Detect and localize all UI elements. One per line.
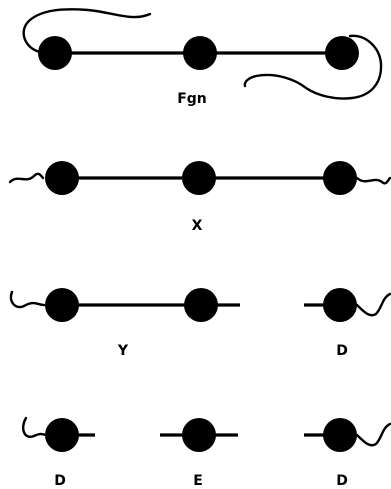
y-label: Y (117, 343, 129, 359)
y-e-domain (184, 288, 218, 322)
d-row3-domain (323, 288, 357, 322)
d-left-label: D (54, 473, 66, 489)
x-central-e-domain (182, 161, 216, 195)
fgn-central-e-domain (183, 36, 217, 70)
fgn-right-d-domain (325, 36, 359, 70)
x-right-tail (355, 176, 391, 185)
fragment-y: Y (9, 288, 240, 359)
fragment-x: X (8, 161, 391, 234)
x-left-tail (8, 172, 45, 184)
fragment-d-row3: D (304, 288, 391, 359)
d-row3-tail (355, 292, 391, 317)
y-left-tail (9, 290, 46, 309)
fragment-e: E (160, 418, 238, 489)
fragment-d-left: D (22, 416, 95, 489)
d-right-tail (355, 422, 391, 447)
fgn-label: Fgn (177, 91, 207, 107)
fgn-molecule: Fgn (22, 8, 383, 107)
y-d-domain (45, 288, 79, 322)
e-domain (182, 418, 216, 452)
d-left-tail (22, 416, 48, 438)
e-label: E (193, 473, 203, 489)
d-right-domain (323, 418, 357, 452)
d-right-label: D (336, 473, 348, 489)
d-left-domain (45, 418, 79, 452)
fgn-right-alpha-tail (243, 34, 383, 100)
fragment-d-right: D (304, 418, 391, 489)
x-label: X (192, 218, 203, 234)
fgn-left-alpha-tail (22, 8, 152, 54)
d-row3-label: D (336, 343, 348, 359)
x-left-d-domain (45, 161, 79, 195)
fgn-left-d-domain (38, 36, 72, 70)
x-right-d-domain (323, 161, 357, 195)
